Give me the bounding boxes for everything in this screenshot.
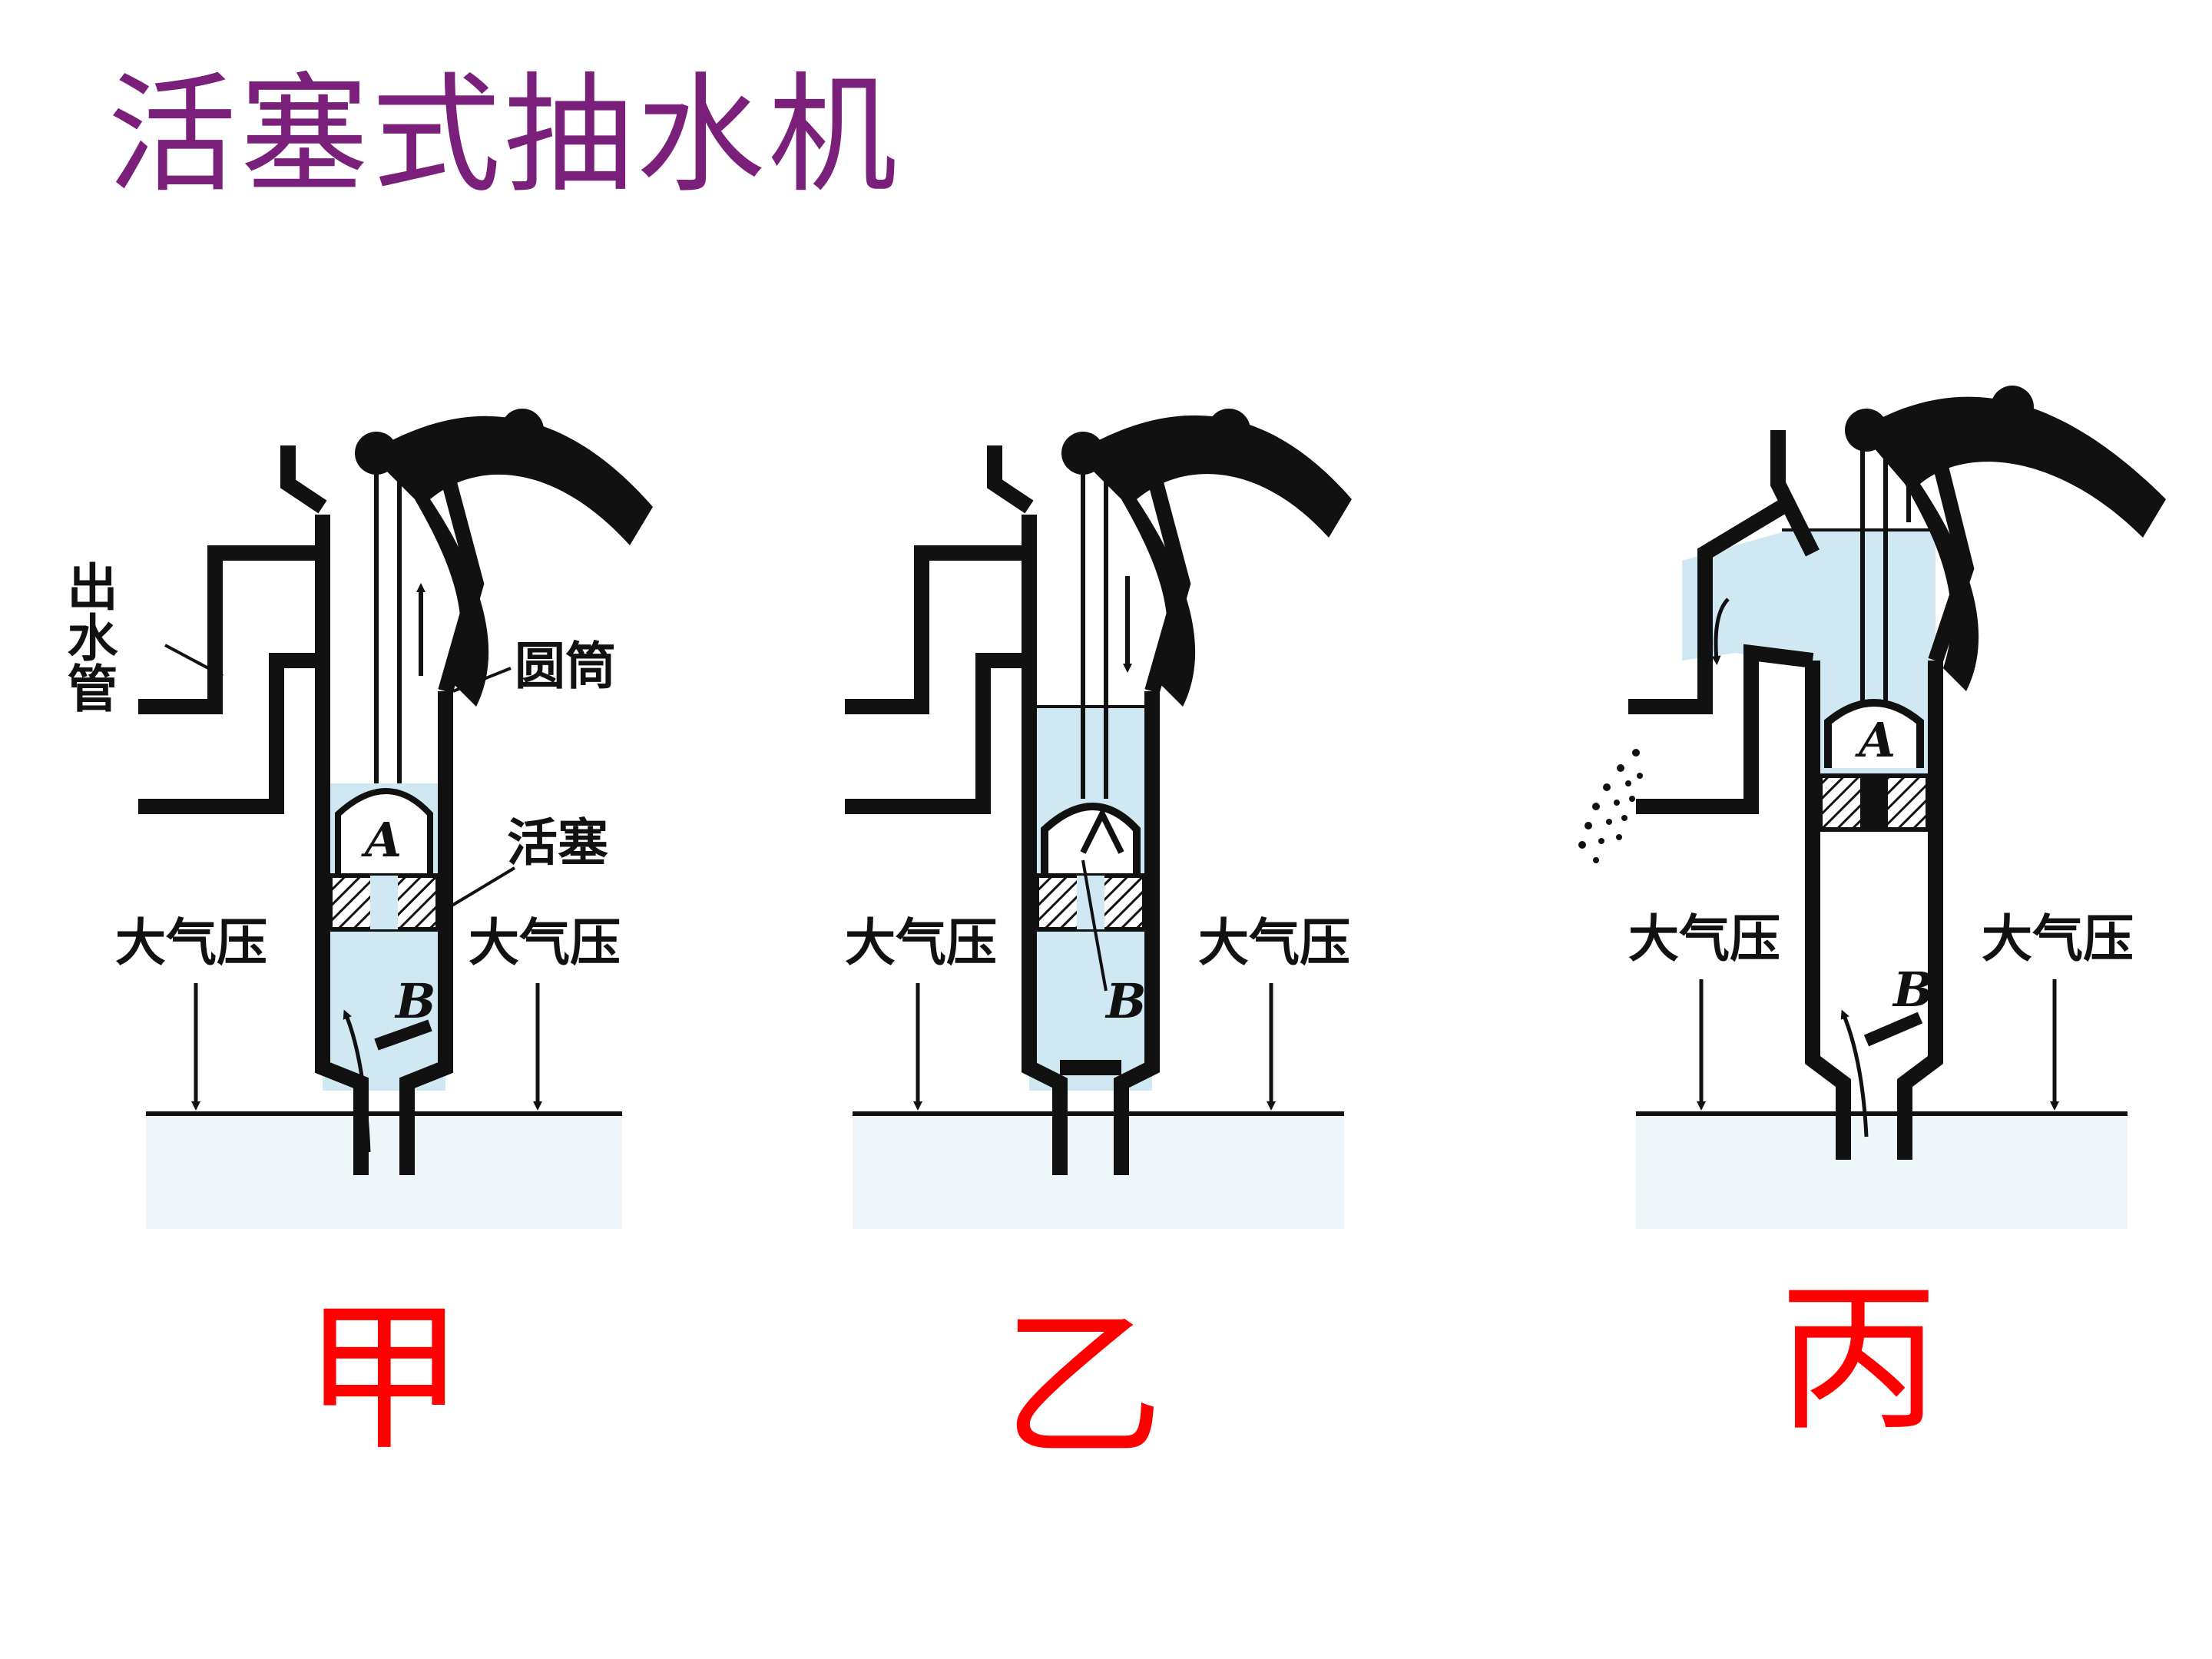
atm-pressure-label-right: 大气压 [1198, 913, 1350, 972]
valve-b-flap [1866, 1018, 1920, 1041]
atm-pressure-label-right: 大气压 [1982, 909, 2134, 969]
pump-diagram-figure: 出水管 圆筒 活塞 A B 大气压 大气压 [15, 323, 2212, 1229]
panel-bing: A B 大气压 大气压 [1578, 386, 2166, 1229]
outlet-pipe-label: 出水管 [59, 561, 118, 713]
piston-label: 活塞 [507, 813, 608, 873]
atm-pressure-label-left: 大气压 [845, 913, 997, 972]
caption-bing: 丙 [1778, 1279, 1939, 1440]
caption-yi: 乙 [1002, 1306, 1164, 1467]
water-jet [1578, 749, 1643, 863]
ground-water [146, 1114, 622, 1229]
panel-jia: 出水管 圆筒 活塞 A B 大气压 大气压 [59, 409, 654, 1229]
atm-pressure-label-right: 大气压 [469, 913, 621, 972]
outlet-pipe-label-text: 出水管 [59, 561, 118, 713]
caption-jia: 甲 [303, 1298, 465, 1459]
valve-b-label: B [1104, 973, 1146, 1029]
panel-yi: B 大气压 大气压 [845, 409, 1352, 1229]
handle-pivot [1845, 409, 1888, 452]
valve-a-label: A [361, 812, 402, 868]
valve-b-label: B [1892, 962, 1933, 1018]
handle-hinge [501, 409, 544, 452]
slide-title: 活塞式抽水机 [108, 71, 900, 200]
atm-pressure-label-left: 大气压 [1628, 909, 1780, 969]
cylinder-label: 圆筒 [515, 637, 616, 696]
pump-handle [1075, 416, 1352, 707]
ground-water [853, 1114, 1344, 1229]
valve-b-label: B [394, 973, 435, 1029]
handle-hinge [1207, 409, 1250, 452]
piston-hole [1860, 776, 1888, 830]
valve-b-closed [1060, 1060, 1121, 1075]
handle-hinge [1991, 386, 2034, 429]
valve-a-label: A [1855, 712, 1896, 768]
piston-hole [370, 876, 398, 929]
atm-pressure-label-left: 大气压 [115, 913, 267, 972]
ground-water [1636, 1114, 2128, 1229]
